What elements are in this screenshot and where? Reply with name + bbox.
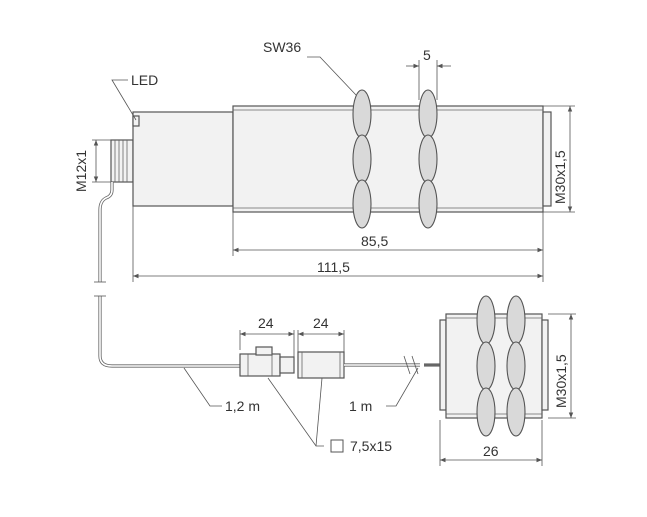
- dim-5: 5: [406, 47, 451, 100]
- svg-text:111,5: 111,5: [317, 259, 350, 275]
- svg-text:M12x1: M12x1: [73, 150, 89, 192]
- dim-111-5: 111,5: [132, 206, 544, 282]
- top-sensor: [110, 89, 552, 229]
- dim-m30-bottom: M30x1,5: [548, 313, 576, 419]
- dim-24-right: 24: [297, 315, 345, 352]
- bottom-sensor: [439, 295, 549, 437]
- svg-text:85,5: 85,5: [361, 233, 388, 249]
- led-leader: [111, 79, 137, 121]
- rear-housing: [132, 111, 234, 207]
- led-label: LED: [131, 72, 158, 88]
- led-bump: [132, 115, 140, 127]
- square-symbol: [330, 439, 344, 453]
- svg-text:26: 26: [483, 443, 499, 459]
- m12-connector: [110, 139, 134, 183]
- dim-24-left: 24: [239, 315, 295, 357]
- cable-1-2m-leader: [183, 367, 222, 407]
- cable-1m-label: 1 m: [349, 398, 372, 414]
- cable-right: [344, 355, 440, 375]
- square-label: 7,5x15: [350, 438, 392, 454]
- svg-text:24: 24: [313, 315, 329, 331]
- dim-m12x1: M12x1: [73, 139, 111, 192]
- dim-m30-top: M30x1,5: [543, 105, 575, 213]
- plug-connector: [239, 346, 295, 377]
- svg-text:5: 5: [423, 47, 431, 63]
- nut-2: [418, 89, 438, 229]
- svg-text:M30x1,5: M30x1,5: [553, 354, 569, 408]
- sw36-label: SW36: [263, 39, 301, 55]
- square-leader: [267, 377, 324, 447]
- socket-connector: [297, 351, 345, 379]
- threaded-barrel: [232, 105, 544, 213]
- dim-26: 26: [439, 420, 543, 466]
- cable-left: [98, 182, 240, 368]
- cable-1-2m-label: 1,2 m: [225, 398, 260, 414]
- nut-1: [352, 89, 372, 229]
- sw36-leader: [307, 56, 357, 96]
- cable-1m-leader: [386, 367, 419, 407]
- svg-text:24: 24: [258, 315, 274, 331]
- svg-text:M30x1,5: M30x1,5: [552, 150, 568, 204]
- dim-85-5: 85,5: [232, 212, 544, 256]
- front-face: [542, 111, 552, 207]
